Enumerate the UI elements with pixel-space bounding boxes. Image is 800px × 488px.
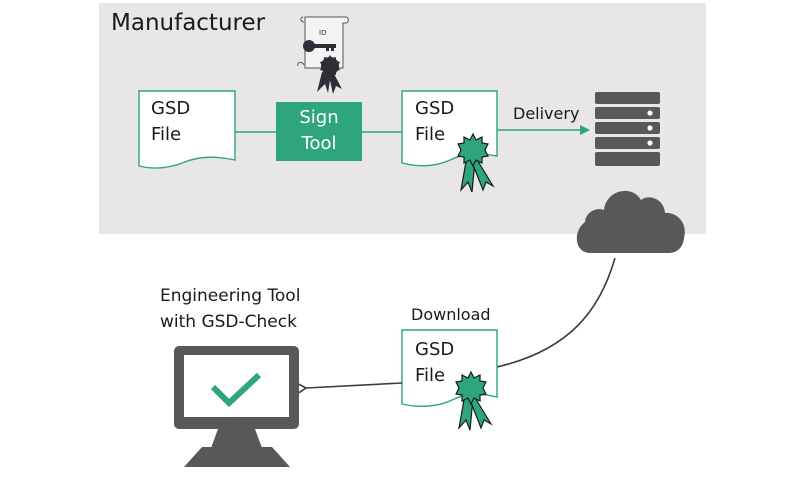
download-to-tool-arrow xyxy=(306,383,403,388)
monitor-icon xyxy=(174,346,299,467)
engineering-tool-line1: Engineering Tool xyxy=(160,286,301,306)
manufacturer-label: Manufacturer xyxy=(111,10,266,36)
download-label: Download xyxy=(411,305,491,324)
certificate-id-label: ID xyxy=(319,29,326,37)
gsd-file-document xyxy=(138,90,236,169)
cloud-to-download-curve xyxy=(496,257,616,368)
sign-tool-line1[interactable]: Sign xyxy=(299,107,339,128)
sign-tool-line2[interactable]: Tool xyxy=(301,133,337,154)
download-file-line2: File xyxy=(415,365,446,386)
certificate-scroll-icon xyxy=(297,16,349,94)
signed-file-line2: File xyxy=(415,124,446,145)
cloud-icon xyxy=(576,190,685,253)
seal-ribbon-icon xyxy=(457,132,495,193)
seal-ribbon-icon xyxy=(455,370,493,431)
input-file-line2: File xyxy=(151,124,182,145)
download-file-line1: GSD xyxy=(415,339,455,360)
delivery-label: Delivery xyxy=(513,104,580,123)
signed-file-line1: GSD xyxy=(415,98,455,119)
checkmark-icon xyxy=(210,372,262,408)
sign-tool-box[interactable] xyxy=(276,102,362,161)
engineering-tool-line2: with GSD-Check xyxy=(160,312,297,332)
input-file-line1: GSD xyxy=(151,98,191,119)
server-rack-icon xyxy=(595,92,660,166)
